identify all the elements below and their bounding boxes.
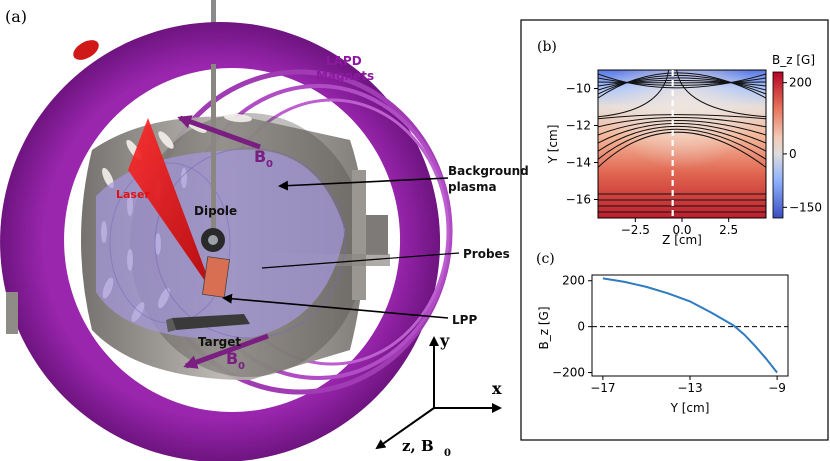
lpp-label: LPP — [452, 313, 477, 327]
colorbar — [772, 71, 784, 219]
plasma-edge — [154, 147, 346, 339]
right-panels-frame — [520, 19, 829, 441]
panel-c: −17 −13 −9 200 0 −200 (c) Y [cm] B_z [G] — [536, 251, 789, 415]
panel-c-xtick-label: −9 — [768, 381, 786, 395]
laser-label: Laser — [116, 188, 150, 201]
background-label-line2: plasma — [448, 180, 497, 194]
magnets-label-line2: Magnets — [316, 69, 374, 83]
line-plot-frame — [591, 274, 789, 377]
panel-c-xtick-label: −13 — [677, 381, 702, 395]
panel-c-xticks: −17 −13 −9 — [590, 376, 786, 395]
field-line — [598, 125, 766, 152]
panel-b-xtick-label: −2.5 — [621, 223, 650, 237]
probe-card — [202, 256, 230, 298]
panel-c-xlabel: Y [cm] — [670, 401, 710, 415]
panel-a: (a) LAPD Magnets B 0 Laser Dipole Backgr… — [0, 0, 529, 461]
panel-c-ytick-label: 200 — [562, 274, 585, 288]
panel-b-xlabel: Z [cm] — [662, 233, 702, 247]
panel-b-xtick-label: 2.5 — [719, 223, 738, 237]
field-line — [598, 77, 766, 86]
field-line — [598, 122, 766, 144]
magnets-label-line1: LAPD — [326, 54, 362, 68]
b0-top-label: B — [254, 147, 266, 166]
background-pointer — [278, 177, 449, 191]
panel-b-ytick-label: −14 — [566, 156, 591, 170]
panel-c-ytick-label: −200 — [552, 366, 585, 380]
field-line — [598, 131, 766, 168]
panel-b-ytick-label: −16 — [566, 193, 591, 207]
panel-b-ytick-label: −12 — [566, 119, 591, 133]
panel-b-ytick-label: −10 — [566, 82, 591, 96]
axis-x-label: x — [492, 379, 502, 398]
field-line — [598, 117, 766, 128]
field-line — [598, 77, 766, 91]
field-line — [598, 81, 766, 84]
panel-b-xtick-label: 0.0 — [672, 223, 691, 237]
target-plate — [172, 314, 250, 330]
panel-b: −2.5 0.0 2.5 −10 −12 −14 −16 200 0 −150 (b) B_z… — [537, 39, 822, 247]
panel-b-yticks: −10 −12 −14 −16 — [566, 82, 598, 207]
panel-c-ylabel: B_z [G] — [537, 306, 551, 349]
panel-a-label: (a) — [5, 7, 27, 26]
field-line — [598, 73, 766, 89]
probes-label: Probes — [463, 247, 510, 261]
bz-profile-line — [602, 277, 778, 374]
axis-y-label: y — [439, 331, 450, 350]
colorbar-tick-label: 0 — [789, 147, 797, 161]
probes-pointer — [261, 252, 460, 269]
laser-beam — [128, 118, 214, 294]
colorbar-ticks: 200 0 −150 — [783, 76, 822, 214]
panel-b-label: (b) — [537, 39, 557, 55]
b0-arrow-top — [177, 115, 261, 150]
b0-top-subscript: 0 — [266, 159, 273, 170]
red-knob — [73, 40, 99, 60]
b0-bottom-subscript: 0 — [238, 361, 245, 372]
panel-c-xtick-label: −17 — [590, 381, 615, 395]
panel-b-xticks: −2.5 0.0 2.5 — [621, 218, 738, 237]
dipole-rod — [211, 64, 216, 232]
field-line — [598, 70, 670, 118]
dipole-label: Dipole — [194, 204, 237, 218]
field-line — [598, 79, 766, 87]
axis-z-subscript: 0 — [444, 448, 451, 459]
field-line — [676, 70, 766, 118]
field-line — [598, 114, 766, 120]
panel-c-label: (c) — [536, 251, 555, 267]
top-rod — [211, 0, 216, 24]
background-label-line1: Background — [448, 164, 529, 178]
panel-b-ylabel: Y [cm] — [546, 125, 560, 165]
field-line — [598, 119, 766, 136]
coordinate-axes — [375, 336, 502, 450]
panel-c-yticks: 200 0 −200 — [552, 274, 592, 380]
b0-arrow-bottom — [183, 333, 269, 369]
colorbar-tick-label: −150 — [789, 200, 822, 214]
lpp-pointer — [222, 293, 449, 319]
b0-bottom-label: B — [226, 349, 238, 368]
heatmap-field — [598, 70, 766, 218]
axis-z-label: z, B — [402, 437, 434, 455]
target-label: Target — [198, 335, 241, 349]
panel-c-ytick-label: 0 — [577, 320, 585, 334]
colorbar-tick-label: 200 — [789, 76, 812, 90]
colorbar-title: B_z [G] — [772, 53, 815, 67]
field-line — [598, 128, 766, 160]
